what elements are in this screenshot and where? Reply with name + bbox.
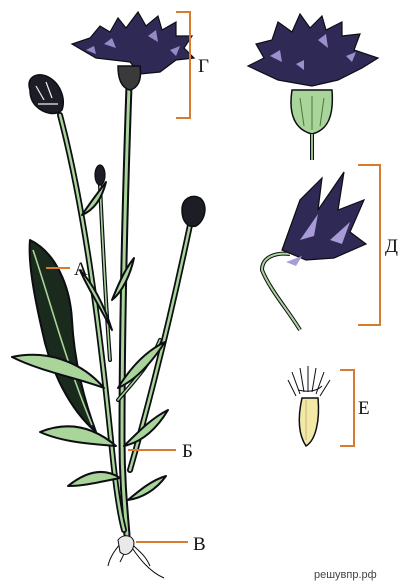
leaf-lower-left-2 (40, 426, 116, 446)
label-b: Б (182, 441, 193, 462)
leaves (12, 182, 168, 500)
flower-head-main (72, 12, 194, 90)
label-a: А (74, 259, 88, 280)
label-g: Г (198, 56, 209, 77)
single-floret (262, 172, 366, 330)
flower-side-view (248, 14, 378, 160)
watermark: решувпр.рф (314, 569, 377, 581)
bud-right (182, 197, 205, 227)
whole-plant (12, 12, 205, 578)
leaf-lower-left-3 (68, 472, 120, 486)
seed-achene (288, 366, 330, 446)
leaf-lower-left (12, 355, 104, 388)
stems (60, 86, 190, 535)
bud-small (95, 165, 105, 185)
label-d: Д (385, 236, 398, 257)
bracket-g (176, 12, 190, 118)
label-e: Е (358, 398, 370, 419)
bud-top-left (29, 75, 63, 114)
bracket-e (340, 370, 354, 446)
label-v: В (193, 534, 206, 555)
leaf-right-3 (128, 476, 166, 500)
